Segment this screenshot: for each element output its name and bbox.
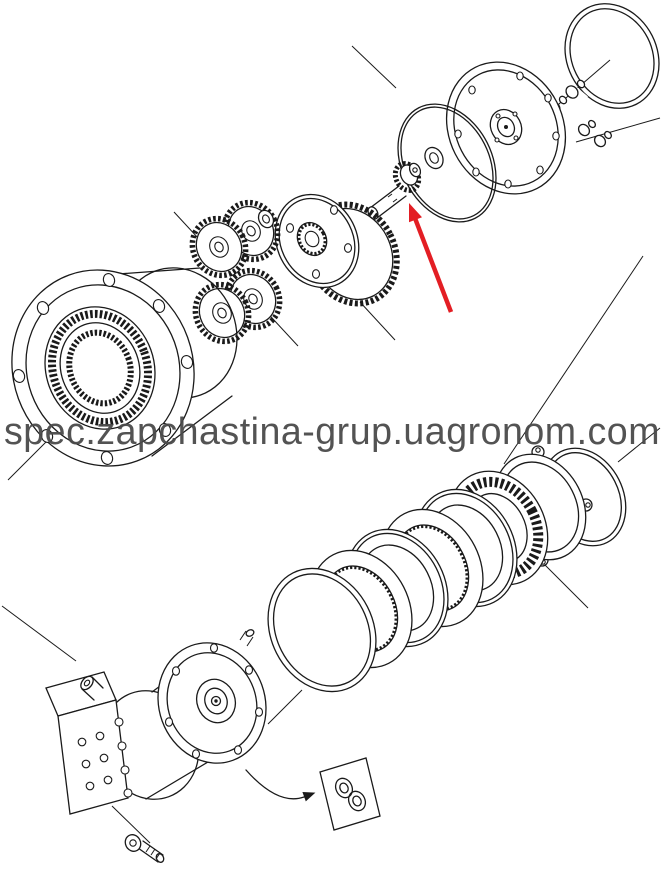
- thrust-washer: [257, 209, 275, 229]
- planet-carrier-ring-gear: [274, 193, 400, 307]
- disc-stack: [267, 445, 627, 693]
- large-snap-ring: [564, 3, 660, 109]
- highlight-arrow-shaft: [410, 212, 454, 313]
- watermark-text: spec.zapchastina-grup.uagronom.com: [4, 411, 660, 453]
- hub-housing: [11, 267, 238, 467]
- plug-pair-right: [577, 119, 613, 148]
- inset-arrowhead: [302, 792, 316, 802]
- seal-kit-inset: [245, 757, 381, 831]
- socket-head-bolt: [124, 834, 165, 863]
- cover-plate: [445, 61, 567, 195]
- highlight-arrowhead: [409, 203, 422, 223]
- valve-block-front: [57, 699, 129, 815]
- hydraulic-motor: [45, 629, 267, 815]
- small-washer: [424, 146, 444, 170]
- highlight-arrow: [409, 203, 454, 313]
- backing-ring: [267, 567, 377, 693]
- inset-arrow-curve: [245, 769, 305, 800]
